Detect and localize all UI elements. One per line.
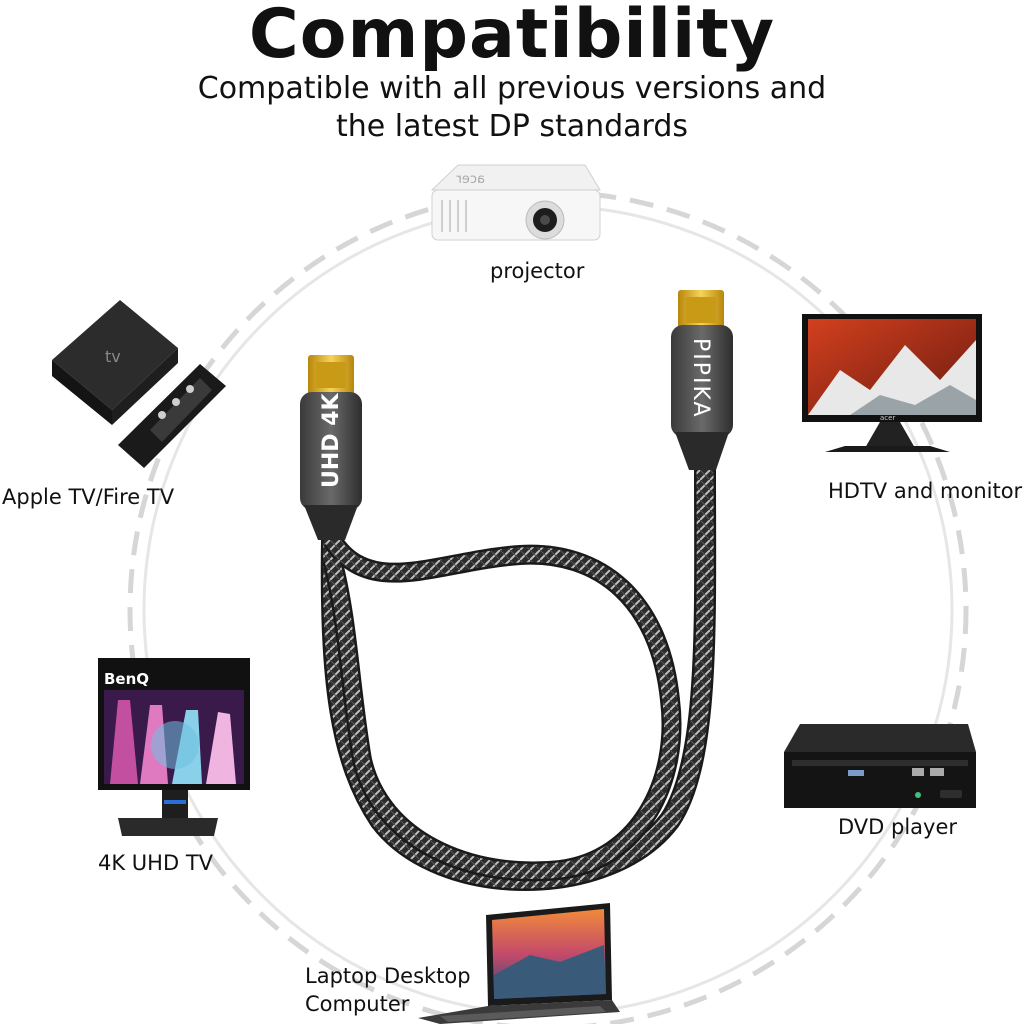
hdtv-logo: acer bbox=[880, 414, 895, 422]
apple-tv-logo: tv bbox=[105, 347, 121, 366]
laptop-label: Laptop Desktop Computer bbox=[305, 962, 471, 1018]
left-connector-label: UHD 4K bbox=[319, 392, 344, 488]
projector-image: acer bbox=[430, 164, 601, 241]
subtitle-line-1: Compatible with all previous versions an… bbox=[197, 71, 827, 106]
hdtv-label: HDTV and monitor bbox=[828, 479, 1023, 503]
laptop-image bbox=[418, 903, 620, 1024]
projector-logo: acer bbox=[456, 172, 485, 187]
left-dp-connector: UHD 4K bbox=[300, 355, 362, 540]
right-connector-label: PIPIKA bbox=[688, 338, 713, 419]
right-dp-connector: PIPIKA bbox=[671, 290, 733, 470]
laptop-label-line-2: Computer bbox=[305, 992, 410, 1016]
page-title: Compatibility bbox=[248, 0, 776, 74]
projector-label: projector bbox=[490, 259, 585, 283]
page-subtitle: Compatible with all previous versions an… bbox=[0, 70, 1024, 146]
cable-loop bbox=[320, 459, 717, 891]
laptop-label-line-1: Laptop Desktop bbox=[305, 964, 471, 988]
subtitle-line-2: the latest DP standards bbox=[335, 109, 689, 144]
apple-tv-image: tv bbox=[52, 300, 226, 468]
hdtv-monitor-image: acer bbox=[802, 314, 982, 452]
dvd-label: DVD player bbox=[838, 815, 958, 839]
uhd-tv-label: 4K UHD TV bbox=[98, 851, 214, 875]
uhd-tv-logo: BenQ bbox=[104, 670, 149, 688]
apple-tv-label: Apple TV/Fire TV bbox=[2, 485, 175, 509]
uhd-tv-image: BenQ bbox=[98, 658, 250, 836]
dvd-player-image bbox=[784, 724, 976, 808]
